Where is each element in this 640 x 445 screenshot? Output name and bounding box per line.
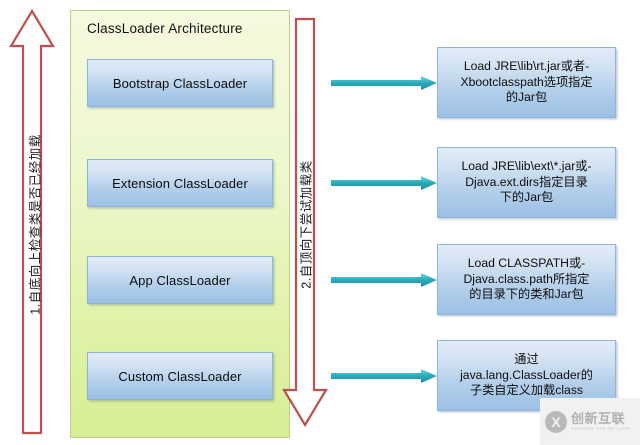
right-down-arrow [281, 16, 329, 428]
page-title: ClassLoader Architecture [87, 21, 243, 36]
loader-box-bootstrap[interactable]: Bootstrap ClassLoader [87, 59, 273, 107]
connector-arrow-custom [331, 369, 437, 383]
description-line: Load JRE\lib\ext\*.jar或- [461, 159, 592, 174]
loader-box-app[interactable]: App ClassLoader [87, 256, 273, 304]
description-line: Load JRE\lib\rt.jar或者- [463, 59, 590, 74]
description-line: 下的Jar包 [499, 190, 554, 205]
loader-box-extension[interactable]: Extension ClassLoader [87, 159, 273, 207]
loader-box-custom[interactable]: Custom ClassLoader [87, 352, 273, 400]
description-line: 通过 [514, 352, 539, 367]
right-arrow-label: 2.自顶向下尝试加载类 [299, 160, 314, 289]
description-line: 的目录下的类和Jar包 [469, 287, 584, 302]
watermark: X 创新互联 CHUANG XIN HU LIAN [540, 398, 640, 445]
description-line: Djava.class.path所指定 [463, 271, 590, 286]
connector-arrow-extension [331, 176, 437, 190]
description-line: Djava.ext.dirs指定目录 [465, 174, 588, 189]
description-line: Xbootclasspath选项指定 [460, 74, 593, 89]
description-box-extension[interactable]: Load JRE\lib\ext\*.jar或- Djava.ext.dirs指… [437, 147, 616, 218]
left-arrow-label: 1.自底向上检查类是否已经加载 [28, 134, 43, 315]
watermark-title: 创新互联 [571, 410, 626, 426]
watermark-logo-icon: X [545, 410, 567, 433]
watermark-subtitle: CHUANG XIN HU LIAN [571, 425, 630, 431]
description-line: 的Jar包 [505, 90, 548, 105]
description-line: Load CLASSPATH或- [467, 256, 586, 271]
classloader-architecture-panel: ClassLoader Architecture Bootstrap Class… [70, 10, 290, 438]
connector-arrow-app [331, 273, 437, 287]
connector-arrow-bootstrap [331, 76, 437, 90]
left-up-arrow [8, 8, 56, 436]
description-line: java.lang.ClassLoader的 [460, 367, 593, 382]
description-box-app[interactable]: Load CLASSPATH或- Djava.class.path所指定 的目录… [437, 244, 616, 315]
description-box-bootstrap[interactable]: Load JRE\lib\rt.jar或者- Xbootclasspath选项指… [437, 47, 616, 118]
description-line: 子类自定义加载class [469, 383, 584, 398]
